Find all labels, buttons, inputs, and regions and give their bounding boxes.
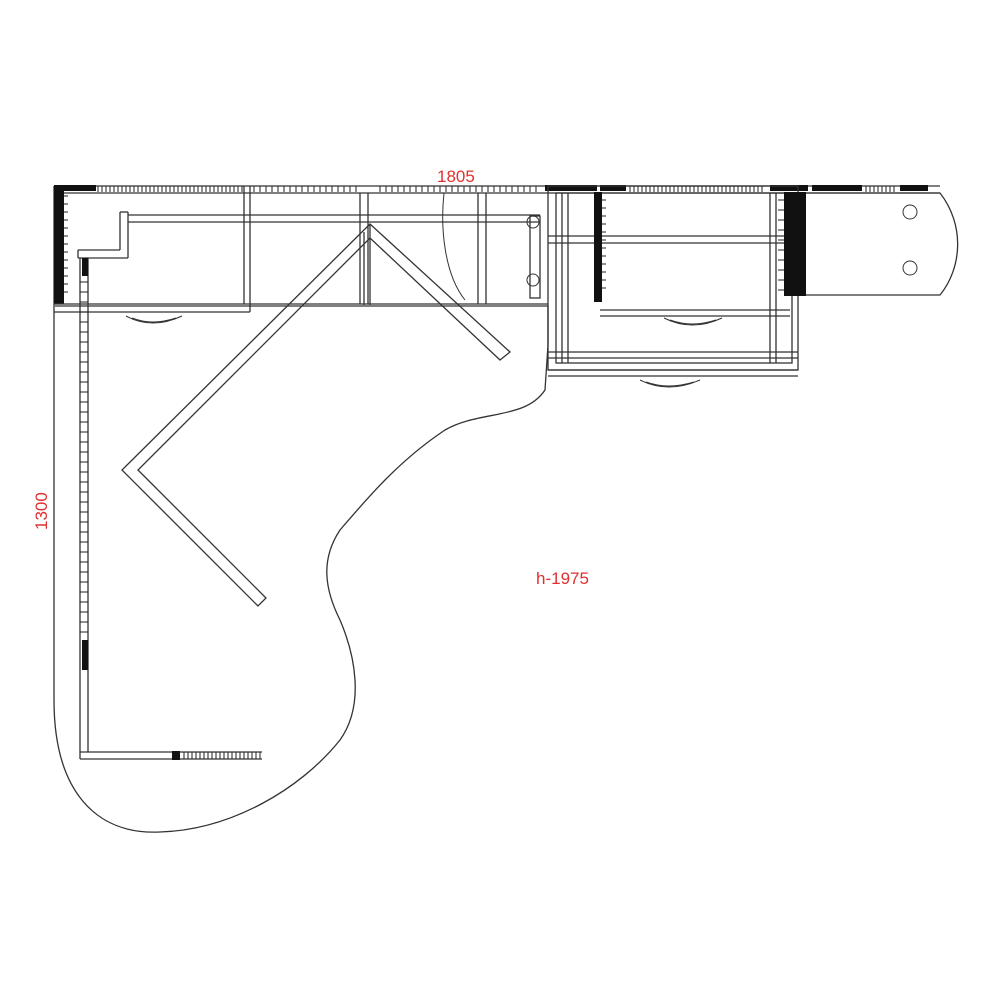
desk-top-outline xyxy=(53,305,549,833)
top-back-panel xyxy=(53,185,940,310)
height-dimension-label: h-1975 xyxy=(536,569,589,588)
left-side-panel xyxy=(79,258,262,760)
upper-shelf-rails xyxy=(77,192,548,305)
drawer-pedestal xyxy=(547,185,799,388)
rounded-end-shelf xyxy=(796,192,959,296)
depth-dimension-label: 1300 xyxy=(32,492,51,530)
width-dimension-label: 1805 xyxy=(437,167,475,186)
top-panel-hatching xyxy=(97,186,895,192)
diagonal-corner-frame xyxy=(121,223,511,607)
